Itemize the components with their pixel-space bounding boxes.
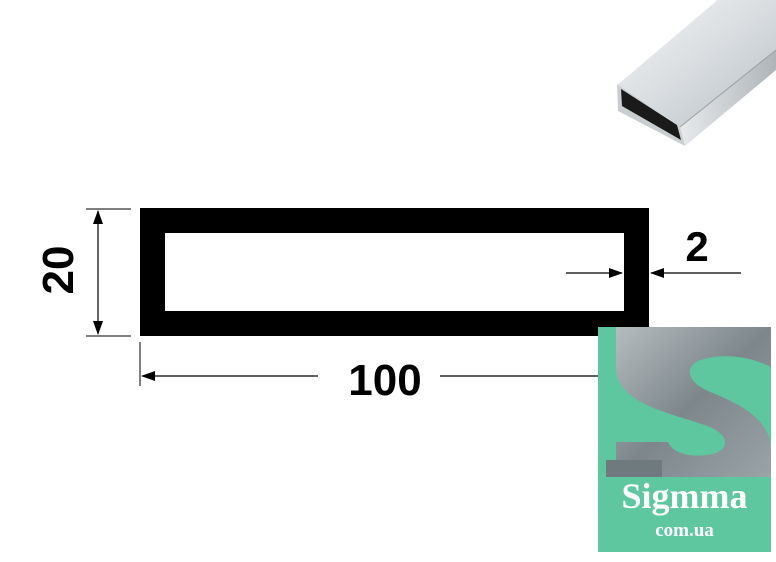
width-dimension: 100 (139, 342, 598, 405)
profile-cross-section (140, 208, 649, 336)
sigmma-logo (598, 327, 771, 552)
logo-domain: com.ua (655, 520, 714, 541)
height-label: 20 (34, 246, 83, 295)
wall-thickness-label: 2 (685, 223, 708, 270)
height-dimension: 20 (34, 208, 131, 337)
aluminium-rect-tube-icon (616, 0, 776, 146)
sigmma-s-logo-icon (598, 327, 771, 552)
width-label: 100 (348, 356, 421, 405)
wall-thickness-dimension: 2 (566, 223, 741, 278)
logo-name: Sigmma (621, 476, 748, 516)
